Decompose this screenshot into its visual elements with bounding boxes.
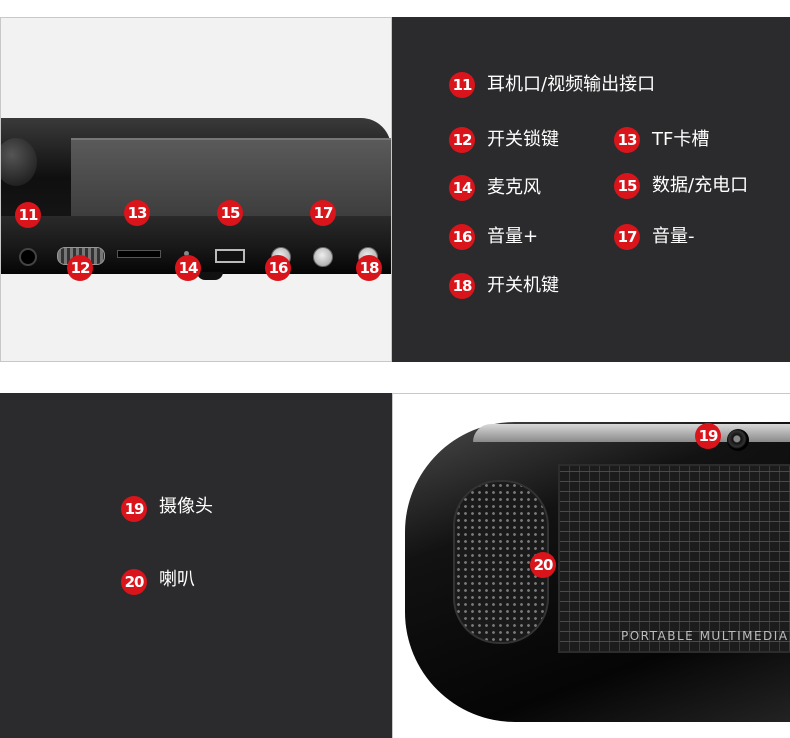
- legend-label-18: 开关机键: [487, 275, 559, 296]
- device-back-photo: PORTABLE MULTIMEDIA 19 20: [392, 393, 790, 738]
- legend-badge-11: 11: [449, 72, 475, 98]
- device-back-text: PORTABLE MULTIMEDIA: [621, 629, 789, 643]
- legend-badge-12: 12: [449, 127, 475, 153]
- camera-lens: [727, 429, 749, 451]
- legend-badge-19: 19: [121, 496, 147, 522]
- legend-badge-16: 16: [449, 224, 475, 250]
- legend-label-15: 数据/充电口: [652, 175, 749, 196]
- feature-legend-bottom: 19 摄像头 20 喇叭: [0, 393, 392, 738]
- legend-label-12: 开关锁键: [487, 129, 559, 150]
- feature-legend-top: 11 耳机口/视频输出接口 12 开关锁键 13 TF卡槽 14 麦克风 15 …: [392, 17, 790, 362]
- usb-port: [215, 249, 245, 263]
- callout-16: 16: [265, 255, 291, 281]
- legend-label-14: 麦克风: [487, 177, 541, 198]
- callout-12: 12: [67, 255, 93, 281]
- callout-18: 18: [356, 255, 382, 281]
- legend-badge-18: 18: [449, 273, 475, 299]
- legend-label-17: 音量-: [652, 226, 695, 247]
- callout-19: 19: [695, 423, 721, 449]
- headphone-jack: [19, 248, 37, 266]
- callout-17: 17: [310, 200, 336, 226]
- stylus: [197, 272, 223, 280]
- microphone-hole: [184, 251, 189, 256]
- legend-badge-15: 15: [614, 173, 640, 199]
- joystick: [1, 138, 37, 186]
- legend-badge-13: 13: [614, 127, 640, 153]
- callout-13: 13: [124, 200, 150, 226]
- legend-label-11: 耳机口/视频输出接口: [487, 74, 656, 95]
- legend-label-19: 摄像头: [159, 496, 213, 517]
- tf-card-slot: [117, 250, 161, 258]
- legend-label-20: 喇叭: [159, 569, 195, 590]
- volume-down-button: [313, 247, 333, 267]
- legend-badge-20: 20: [121, 569, 147, 595]
- callout-15: 15: [217, 200, 243, 226]
- callout-14: 14: [175, 255, 201, 281]
- legend-badge-14: 14: [449, 175, 475, 201]
- pattern-plate: [558, 464, 790, 653]
- legend-label-16: 音量+: [487, 226, 539, 247]
- legend-label-13: TF卡槽: [652, 129, 710, 150]
- callout-11: 11: [15, 202, 41, 228]
- legend-badge-17: 17: [614, 224, 640, 250]
- device-top-edge-photo: 11 13 15 17 12 14 16 18: [0, 17, 392, 362]
- callout-20: 20: [530, 552, 556, 578]
